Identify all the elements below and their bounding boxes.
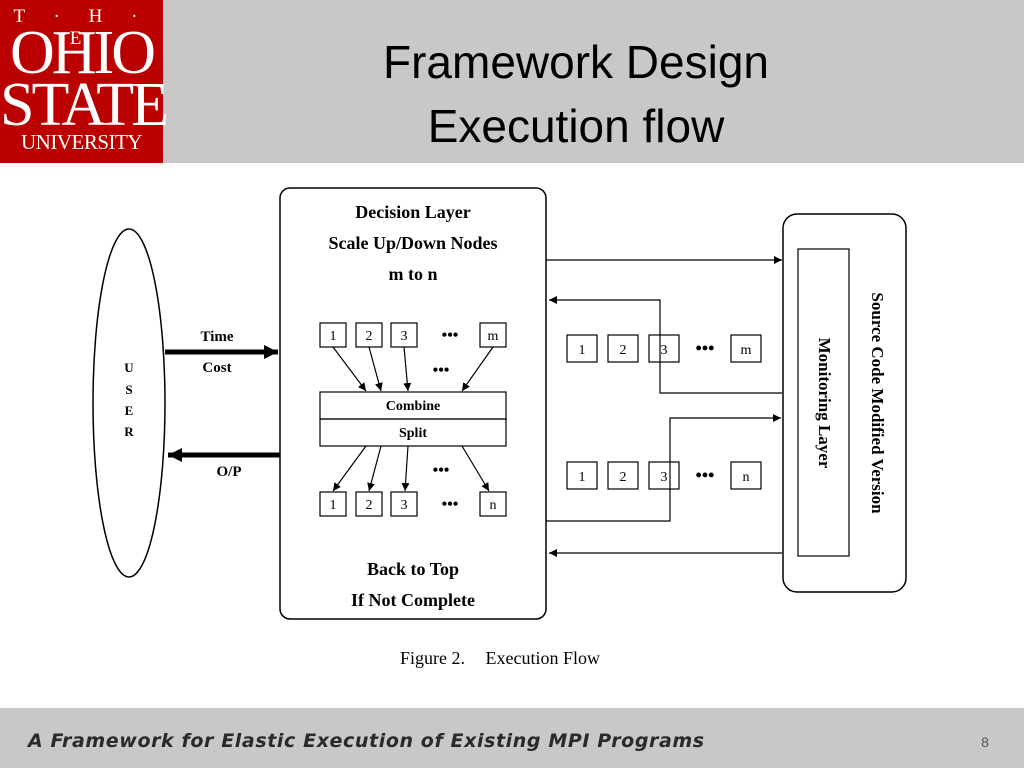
combine-label: Combine: [386, 399, 440, 414]
mid-bottom-node-row: 1 2 3 ••• n: [566, 461, 762, 490]
bottom-node-label: 3: [401, 498, 408, 513]
source-code-label: Source Code Modified Version: [868, 292, 887, 514]
bottom-node-box: [355, 491, 383, 517]
feedback-arrow-top: [549, 296, 782, 394]
mid-bottom-node-label: n: [743, 470, 750, 485]
to-monitor-arrow-mid: [546, 414, 781, 522]
mid-top-node-box: [607, 334, 639, 363]
logo-university: UNIVERSITY: [21, 130, 143, 154]
time-label: Time: [200, 329, 233, 345]
ohio-state-logo: T · H · E OHIO STATE UNIVERSITY: [0, 0, 169, 163]
bottom-node-label: 2: [366, 498, 373, 513]
mid-bottom-node-box: [607, 461, 639, 490]
mid-top-node-row: 1 2 3 ••• m: [566, 334, 762, 363]
bottom-node-label: n: [490, 498, 497, 513]
bottom-node-box: [319, 491, 347, 517]
m-to-n-label: m to n: [389, 264, 438, 284]
execution-flow-diagram: U S E R Time Cost O/P Decision Layer Sca…: [0, 163, 1024, 708]
mid-top-ellipsis: •••: [696, 338, 715, 358]
user-letter-s: S: [125, 382, 132, 397]
mid-top-node-label: 3: [661, 343, 668, 358]
mid-bottom-node-box: [648, 461, 680, 490]
converge-arrow: [461, 346, 494, 392]
diagram-svg: U S E R Time Cost O/P Decision Layer Sca…: [92, 187, 907, 620]
cost-label: Cost: [202, 360, 231, 376]
mid-ellipsis-upper: •••: [433, 362, 450, 379]
slide-footer: A Framework for Elastic Execution of Exi…: [0, 708, 1024, 768]
bottom-ellipsis: •••: [442, 496, 459, 513]
top-node-label: m: [488, 329, 499, 344]
mid-top-node-label: 2: [620, 343, 627, 358]
top-ellipsis: •••: [442, 327, 459, 344]
mid-top-node-label: m: [741, 343, 752, 358]
mid-top-node-box: [730, 334, 762, 363]
bottom-node-box: [390, 491, 418, 517]
diverge-arrow: [367, 445, 382, 492]
top-node-row: 1 2 3 ••• m: [319, 322, 507, 348]
page-number: 8: [981, 734, 989, 750]
back-to-top-label: Back to Top: [367, 559, 459, 579]
mid-top-node-label: 1: [579, 343, 586, 358]
title-line-1: Framework Design: [383, 36, 769, 88]
mid-bottom-node-label: 3: [661, 470, 668, 485]
scale-nodes-label: Scale Up/Down Nodes: [328, 233, 497, 253]
user-letter-r: R: [124, 424, 134, 439]
logo-the: T · H · E: [13, 6, 150, 49]
logo-ohio: OHIO: [10, 19, 156, 87]
bottom-node-label: 1: [330, 498, 337, 513]
split-label: Split: [399, 426, 427, 441]
mid-top-node-box: [648, 334, 680, 363]
mid-ellipsis-lower: •••: [433, 462, 450, 479]
mid-bottom-node-label: 2: [620, 470, 627, 485]
diverge-arrow: [332, 445, 367, 492]
decision-layer-label: Decision Layer: [355, 202, 470, 222]
converge-arrow: [332, 346, 367, 392]
top-node-label: 3: [401, 329, 408, 344]
footer-title: A Framework for Elastic Execution of Exi…: [28, 730, 705, 752]
monitoring-layer-box: [797, 248, 850, 557]
top-node-label: 1: [330, 329, 337, 344]
diverge-arrow: [401, 445, 410, 492]
slide-header: T · H · E OHIO STATE UNIVERSITY Framewor…: [0, 0, 1024, 163]
op-label: O/P: [217, 464, 242, 480]
mid-bottom-node-label: 1: [579, 470, 586, 485]
mid-top-node-box: [566, 334, 598, 363]
user-ellipse: [92, 228, 166, 578]
figure-number: Figure 2.: [400, 648, 465, 668]
figure-text: Execution Flow: [485, 648, 601, 668]
diverge-arrow: [461, 445, 490, 492]
slide-title: Framework Design Execution flow: [163, 30, 989, 158]
logo-state: STATE: [0, 71, 169, 139]
if-not-complete-label: If Not Complete: [351, 590, 475, 610]
bottom-node-row: 1 2 3 ••• n: [319, 491, 507, 517]
mid-bottom-node-box: [566, 461, 598, 490]
monitoring-layer-label: Monitoring Layer: [815, 338, 834, 469]
user-letter-u: U: [124, 360, 134, 375]
user-letter-e: E: [125, 403, 134, 418]
converge-arrow: [403, 346, 412, 392]
title-line-2: Execution flow: [427, 100, 725, 152]
figure-caption: Figure 2. Execution Flow: [0, 648, 1000, 669]
top-node-label: 2: [366, 329, 373, 344]
decision-layer-box: [279, 187, 547, 620]
mid-bottom-node-box: [730, 461, 762, 490]
converge-arrow: [368, 346, 383, 392]
mid-bottom-ellipsis: •••: [696, 465, 715, 485]
source-code-box: [782, 213, 907, 593]
split-box: [319, 418, 507, 447]
bottom-node-box: [479, 491, 507, 517]
